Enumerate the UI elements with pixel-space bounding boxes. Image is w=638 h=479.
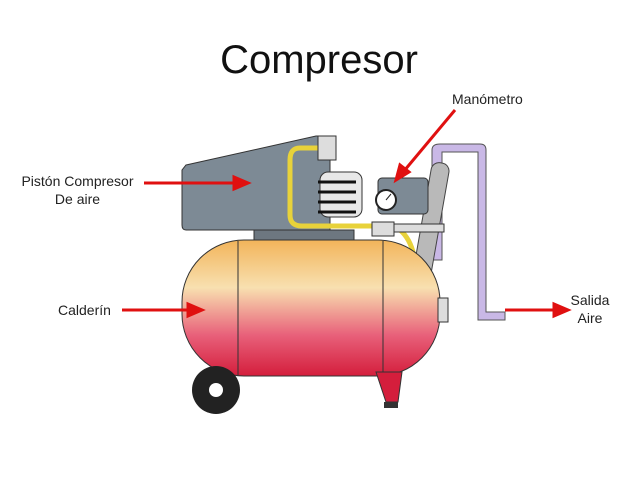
label-salida: Salida Aire [560, 291, 620, 327]
label-manometro: Manómetro [452, 91, 523, 107]
label-salida-line1: Salida [570, 292, 610, 308]
label-calderin: Calderín [58, 302, 111, 318]
cooling-fins [319, 171, 363, 218]
label-piston-line1: Pistón Compresor [21, 173, 134, 189]
label-piston-line2: De aire [54, 191, 101, 207]
foot [375, 371, 403, 403]
label-piston: Pistón Compresor De aire [10, 172, 145, 208]
tank [181, 239, 441, 377]
page-title: Compresor [220, 38, 418, 82]
outlet-pipe [431, 143, 506, 321]
label-salida-line2: Aire [577, 310, 603, 326]
